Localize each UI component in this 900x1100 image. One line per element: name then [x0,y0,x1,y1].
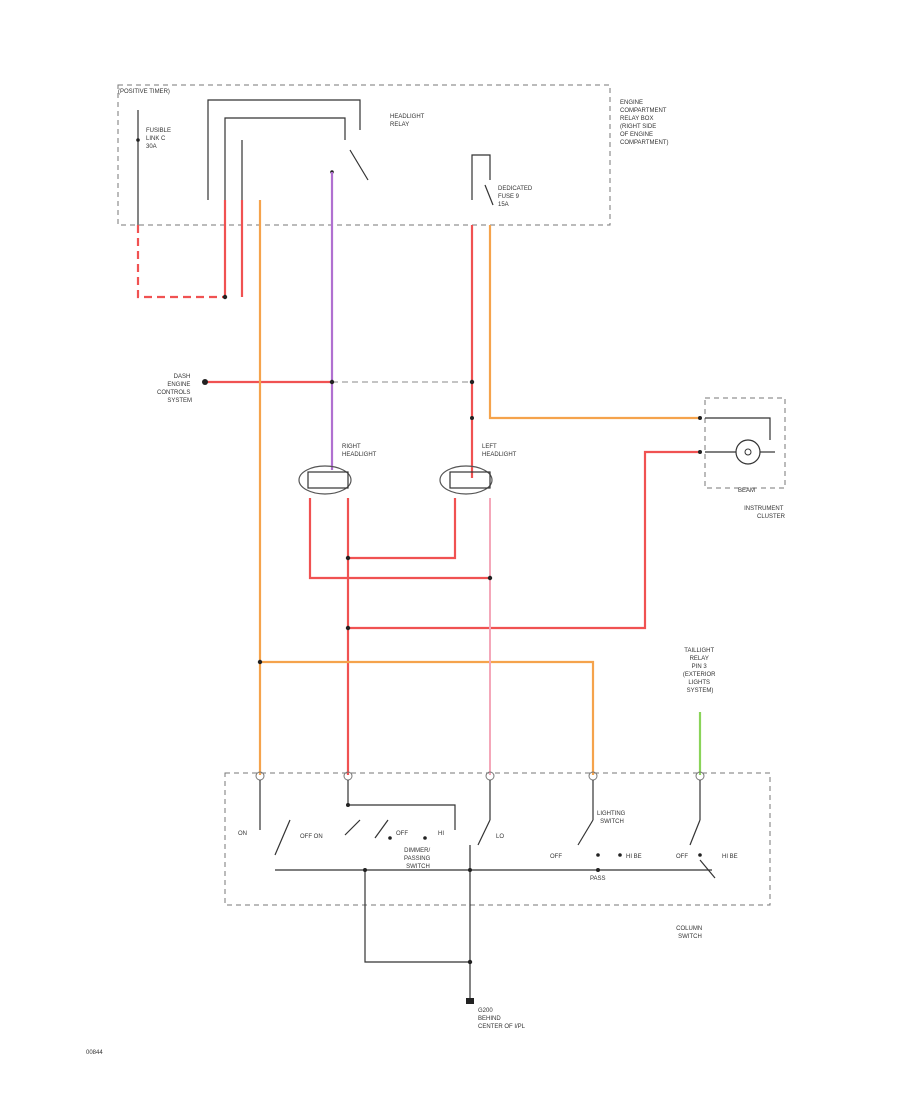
red-wires [136,200,700,775]
instrument-cluster-label: INSTRUMENT CLUSTER [744,506,786,520]
column-switch-internals [255,771,716,905]
left-headlight-label: LEFT HEADLIGHT [482,444,517,458]
relay-box-internals [136,99,494,225]
taillight-relay-label: TAILLIGHT RELAY PIN 3 (EXTERIOR LIGHTS S… [683,648,717,694]
switch-label-hi: HI [438,831,444,837]
beam-label: BEAM [738,488,755,494]
instrument-cluster-outline [704,397,786,489]
orange-wires [258,200,700,775]
figure-id: 00844 [86,1050,103,1056]
top-left-label: (POSITIVE TIMER) [118,89,170,95]
switch-label-pass: PASS [590,876,606,882]
column-switch-label: COLUMN SWITCH [676,926,704,940]
column-switch-outline [224,772,771,906]
engine-box-label: ENGINE COMPARTMENT RELAY BOX (RIGHT SIDE… [620,100,668,146]
engine-controls-label: DASH ENGINE CONTROLS SYSTEM [157,374,192,404]
dedicated-fuse-label: DEDICATED FUSE 9 15A [498,186,534,208]
headlight-relay-label: HEADLIGHT RELAY [390,114,426,128]
fusible-link-label: FUSIBLE LINK C 30A [146,128,173,150]
relay-box-outline [117,84,611,226]
switch-label-lo: LO [496,834,504,840]
high-beam-indicator-icon [705,417,775,465]
switch-label-off3: OFF [676,854,688,860]
junction-dots [202,294,702,665]
switch-label-off-on: OFF ON [300,834,323,840]
switch-label-hi-beam2: HI BE [722,854,738,860]
switch-label-off: OFF [396,831,408,837]
switch-label-on: ON [238,831,247,837]
right-headlight-symbol [298,465,352,495]
switch-label-off2: OFF [550,854,562,860]
lighting-switch-label: LIGHTING SWITCH [597,811,627,825]
dimmer-switch-label: DIMMER/ PASSING SWITCH [404,848,432,870]
left-headlight-symbol [439,465,493,495]
ground-wiring [364,905,474,1004]
right-headlight-label: RIGHT HEADLIGHT [342,444,377,458]
ground-label: G200 BEHIND CENTER OF I/PL [478,1008,526,1030]
switch-label-hi-beam: HI BE [626,854,642,860]
